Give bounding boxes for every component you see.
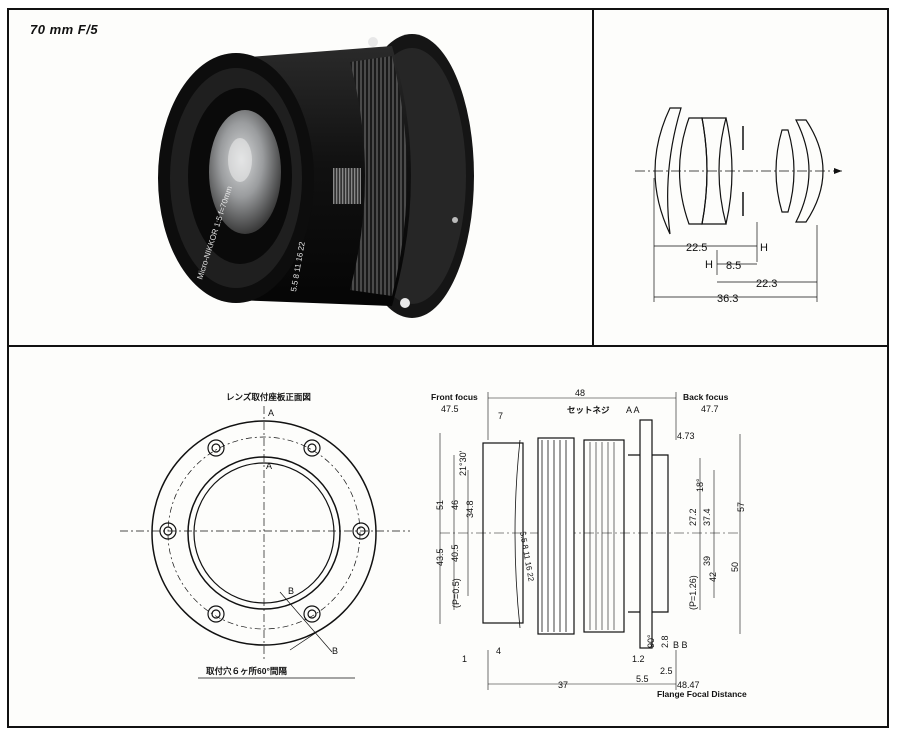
dim-50: 50 xyxy=(730,562,740,572)
dim-4: 4 xyxy=(496,646,501,656)
panel-divider-horizontal xyxy=(7,345,889,347)
knurled-ring xyxy=(537,437,575,635)
dim-1-2: 1.2 xyxy=(632,654,645,664)
lens-photo: Micro-NIKKOR 1:5 f=70mm 5.5 8 11 16 22 xyxy=(158,34,474,318)
dim-2-8: 2.8 xyxy=(660,635,670,648)
mount-caption-top: レンズ取付座板正面図 xyxy=(226,392,311,402)
section-AA: A A xyxy=(626,405,640,415)
mount-labels: レンズ取付座板正面図 A A B B 取付穴６ヶ所60°間隔 xyxy=(206,392,338,676)
dim-7: 7 xyxy=(498,411,503,421)
angle-90: 90° xyxy=(646,634,656,648)
dim-39: 39 xyxy=(702,556,712,566)
dim-1: 1 xyxy=(462,654,467,664)
dim-4-73: 4.73 xyxy=(677,431,695,441)
section-mark-B-bottom: B xyxy=(332,646,338,656)
front-focus-label: Front focus xyxy=(431,392,478,402)
back-focus-value: 47.7 xyxy=(701,404,719,414)
section-mark-B: B xyxy=(288,586,294,596)
dim-37: 37 xyxy=(558,680,568,690)
front-barrel xyxy=(482,442,524,624)
lens-element-4 xyxy=(775,129,795,213)
front-focus-value: 47.5 xyxy=(441,404,459,414)
dim-8-5: 8.5 xyxy=(726,260,741,272)
dim-5-5: 5.5 xyxy=(636,674,649,684)
side-labels: Front focus 47.5 48 Back focus 47.7 セットネ… xyxy=(431,388,747,699)
dim-2-5: 2.5 xyxy=(660,666,673,676)
section-mark-A-top: A xyxy=(268,408,274,418)
angle-18: 18° xyxy=(695,478,705,492)
focus-ring-side xyxy=(583,439,625,633)
aperture-ring-knurl xyxy=(333,168,361,204)
dim-37-4: 37.4 xyxy=(702,508,712,526)
lens-title: 70 mm F/5 xyxy=(30,22,99,37)
dim-51: 51 xyxy=(435,500,445,510)
dim-27-2: 27.2 xyxy=(688,508,698,526)
mount-front-view xyxy=(120,406,410,660)
side-aperture-scale: 5.5 8 11 16 22 xyxy=(518,531,536,583)
pitch-1-26: (P=1.26) xyxy=(688,575,698,610)
optical-diagram xyxy=(635,107,842,302)
back-focus-label: Back focus xyxy=(683,392,729,402)
dim-57: 57 xyxy=(736,502,746,512)
dim-34-8: 34.8 xyxy=(465,500,475,518)
lens-element-1 xyxy=(654,107,682,235)
flange-focal-value: 48.47 xyxy=(677,680,700,690)
flange-focal-label: Flange Focal Distance xyxy=(657,689,747,699)
dim-22-3: 22.3 xyxy=(756,278,777,290)
section-mark-A: A xyxy=(266,461,272,471)
overall-length: 48 xyxy=(575,388,585,398)
panel-divider-vertical xyxy=(592,8,594,346)
set-screw-label: セットネジ xyxy=(567,405,610,415)
dim-40-5: 40.5 xyxy=(450,544,460,562)
optical-dimensions: 22.5 H H 8.5 22.3 36.3 xyxy=(686,242,777,305)
flange-hole xyxy=(368,37,378,47)
dim-46: 46 xyxy=(450,500,460,510)
dim-43-5: 43.5 xyxy=(435,548,445,566)
mount-outer-circle xyxy=(151,420,377,646)
principal-point-H-rear: H xyxy=(760,242,768,254)
mount-flange-side xyxy=(639,419,653,649)
mount-caption-bottom: 取付穴６ヶ所60°間隔 xyxy=(206,666,287,676)
dim-22-5: 22.5 xyxy=(686,242,707,254)
section-BB: B B xyxy=(673,640,688,650)
dim-36-3: 36.3 xyxy=(717,293,738,305)
pitch-0-5: (P=0.5) xyxy=(451,578,461,608)
focus-ring xyxy=(350,56,407,296)
mount-holes xyxy=(159,439,370,623)
dim-42: 42 xyxy=(708,572,718,582)
principal-point-H-front: H xyxy=(705,259,713,271)
side-elevation xyxy=(439,392,741,690)
flange-hole xyxy=(400,298,410,308)
angle-21-30: 21°30' xyxy=(458,450,468,476)
lens-element-5 xyxy=(795,119,824,223)
